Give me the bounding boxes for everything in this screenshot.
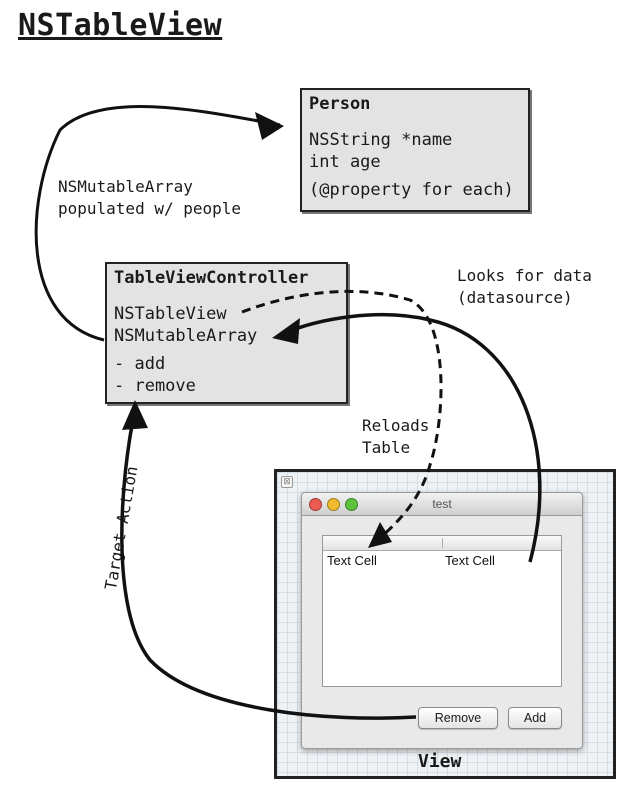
reloads-arrow xyxy=(241,289,443,542)
controller-field-array: NSMutableArray xyxy=(114,326,258,346)
controller-header: TableViewController xyxy=(114,268,309,288)
add-button[interactable]: Add xyxy=(508,707,562,729)
reloads-note-line-2: Table xyxy=(362,438,411,457)
reloads-arrow-head xyxy=(368,522,392,548)
minimize-window-icon[interactable] xyxy=(327,498,340,511)
person-field-name: NSString *name xyxy=(309,130,453,150)
array-note-line-2: populated w/ people xyxy=(58,199,242,218)
datasource-note-line-2: (datasource) xyxy=(457,288,573,307)
table-view[interactable]: Text Cell Text Cell xyxy=(322,535,562,687)
target-action-arrow xyxy=(120,409,417,720)
window-titlebar[interactable]: test xyxy=(302,493,582,516)
close-window-icon[interactable] xyxy=(309,498,322,511)
table-cell-column-2[interactable]: Text Cell xyxy=(445,553,495,568)
person-field-age: int age xyxy=(309,152,381,172)
column-separator[interactable] xyxy=(442,538,443,548)
array-note-line-1: NSMutableArray xyxy=(58,177,193,196)
datasource-note-line-1: Looks for data xyxy=(457,266,592,285)
controller-field-tableview: NSTableView xyxy=(114,304,227,324)
canvas-close-icon[interactable]: ⊠ xyxy=(281,476,293,488)
controller-method-add: - add xyxy=(114,354,166,374)
datasource-arrow xyxy=(281,312,542,563)
person-property-note: (@property for each) xyxy=(309,180,514,200)
window-title: test xyxy=(432,497,452,511)
table-cell-column-1[interactable]: Text Cell xyxy=(327,553,377,568)
view-label: View xyxy=(418,751,462,772)
datasource-arrow-head xyxy=(272,318,300,344)
zoom-window-icon[interactable] xyxy=(345,498,358,511)
reloads-note-line-1: Reloads xyxy=(362,416,430,435)
target-action-arrow-head xyxy=(122,400,148,430)
array-arrow xyxy=(34,105,281,342)
controller-class-box: TableViewController NSTableView NSMutabl… xyxy=(105,262,348,404)
array-arrow-head xyxy=(255,112,284,140)
person-header: Person xyxy=(309,94,371,114)
page-title: NSTableView xyxy=(18,8,223,43)
person-class-box: Person NSString *name int age (@property… xyxy=(300,88,530,212)
remove-button[interactable]: Remove xyxy=(418,707,498,729)
controller-method-remove: - remove xyxy=(114,376,196,396)
